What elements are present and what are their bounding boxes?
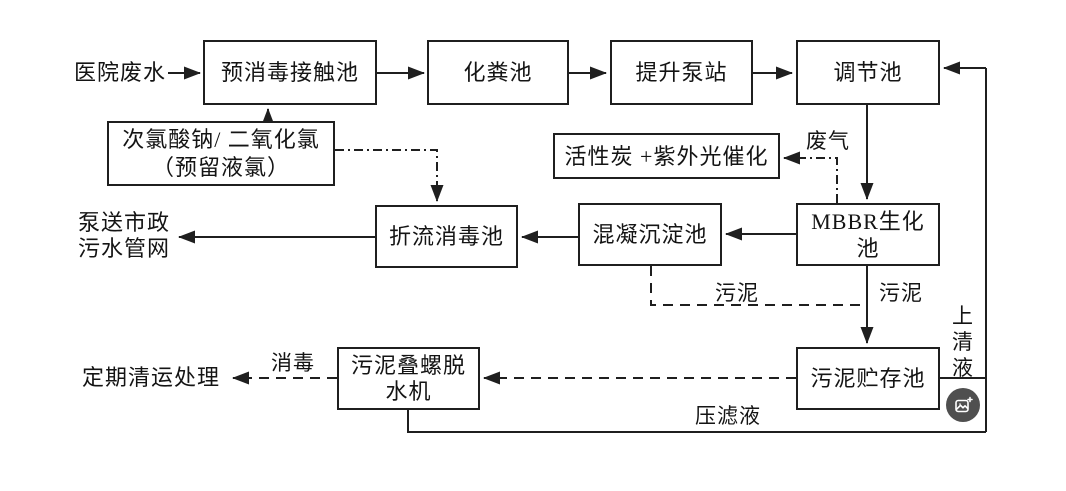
label-waste-gas: 废气 (806, 129, 850, 153)
node-label: 预消毒接触池 (220, 60, 359, 85)
label-municipal-line2: 污水管网 (78, 236, 171, 261)
node-pre-disinfection-contact-tank: 预消毒接触池 (203, 40, 377, 105)
node-chlorine-dosing: 次氯酸钠/ 二氧化氯 （预留液氯） (107, 121, 335, 186)
edge-filtrate-return (407, 410, 986, 433)
node-mbbr-tank: MBBR生化池 (796, 203, 940, 266)
label-municipal-network: 泵送市政 污水管网 (78, 210, 170, 262)
label-disinfection: 消毒 (271, 351, 315, 375)
label-filtrate: 压滤液 (695, 404, 761, 428)
label-sludge-mid: 污泥 (715, 281, 759, 305)
edge-mbbr-wastegas-to-carbon (783, 151, 838, 203)
node-septic-tank: 化粪池 (427, 40, 569, 105)
edge-coagulation-sludge (650, 266, 867, 306)
node-regulating-tank: 调节池 (796, 40, 940, 105)
node-label: 污泥叠螺脱水机 (350, 352, 466, 404)
node-label-line1: 次氯酸钠/ 二氧化氯 (122, 126, 320, 152)
node-label: 折流消毒池 (388, 224, 504, 249)
add-image-button[interactable] (946, 388, 980, 422)
add-image-icon (954, 396, 973, 412)
node-label: 化粪池 (463, 60, 533, 85)
node-sludge-storage-tank: 污泥贮存池 (796, 347, 940, 410)
label-supernatant: 上清液 (952, 304, 974, 380)
node-activated-carbon-uv: 活性炭 +紫外光催化 (553, 133, 780, 179)
node-label: 提升泵站 (635, 60, 728, 85)
node-label: MBBR生化池 (811, 208, 925, 261)
node-lift-pump-station: 提升泵站 (610, 40, 753, 105)
node-label: 污泥贮存池 (810, 366, 926, 391)
node-label: 活性炭 +紫外光催化 (564, 143, 769, 169)
node-coagulation-sedimentation-tank: 混凝沉淀池 (578, 203, 722, 266)
node-baffled-disinfection-tank: 折流消毒池 (375, 205, 518, 268)
label-municipal-line1: 泵送市政 (78, 210, 171, 235)
node-screw-dewatering-machine: 污泥叠螺脱水机 (337, 347, 480, 410)
node-label: 混凝沉淀池 (592, 222, 708, 247)
edge-chlorine-to-baffled (335, 149, 444, 202)
node-label-line2: （预留液氯） (151, 154, 290, 180)
label-periodic-disposal: 定期清运处理 (82, 365, 221, 390)
node-label: 调节池 (833, 60, 903, 85)
label-hospital-wastewater: 医院废水 (74, 60, 167, 85)
label-sludge-right: 污泥 (879, 281, 923, 305)
